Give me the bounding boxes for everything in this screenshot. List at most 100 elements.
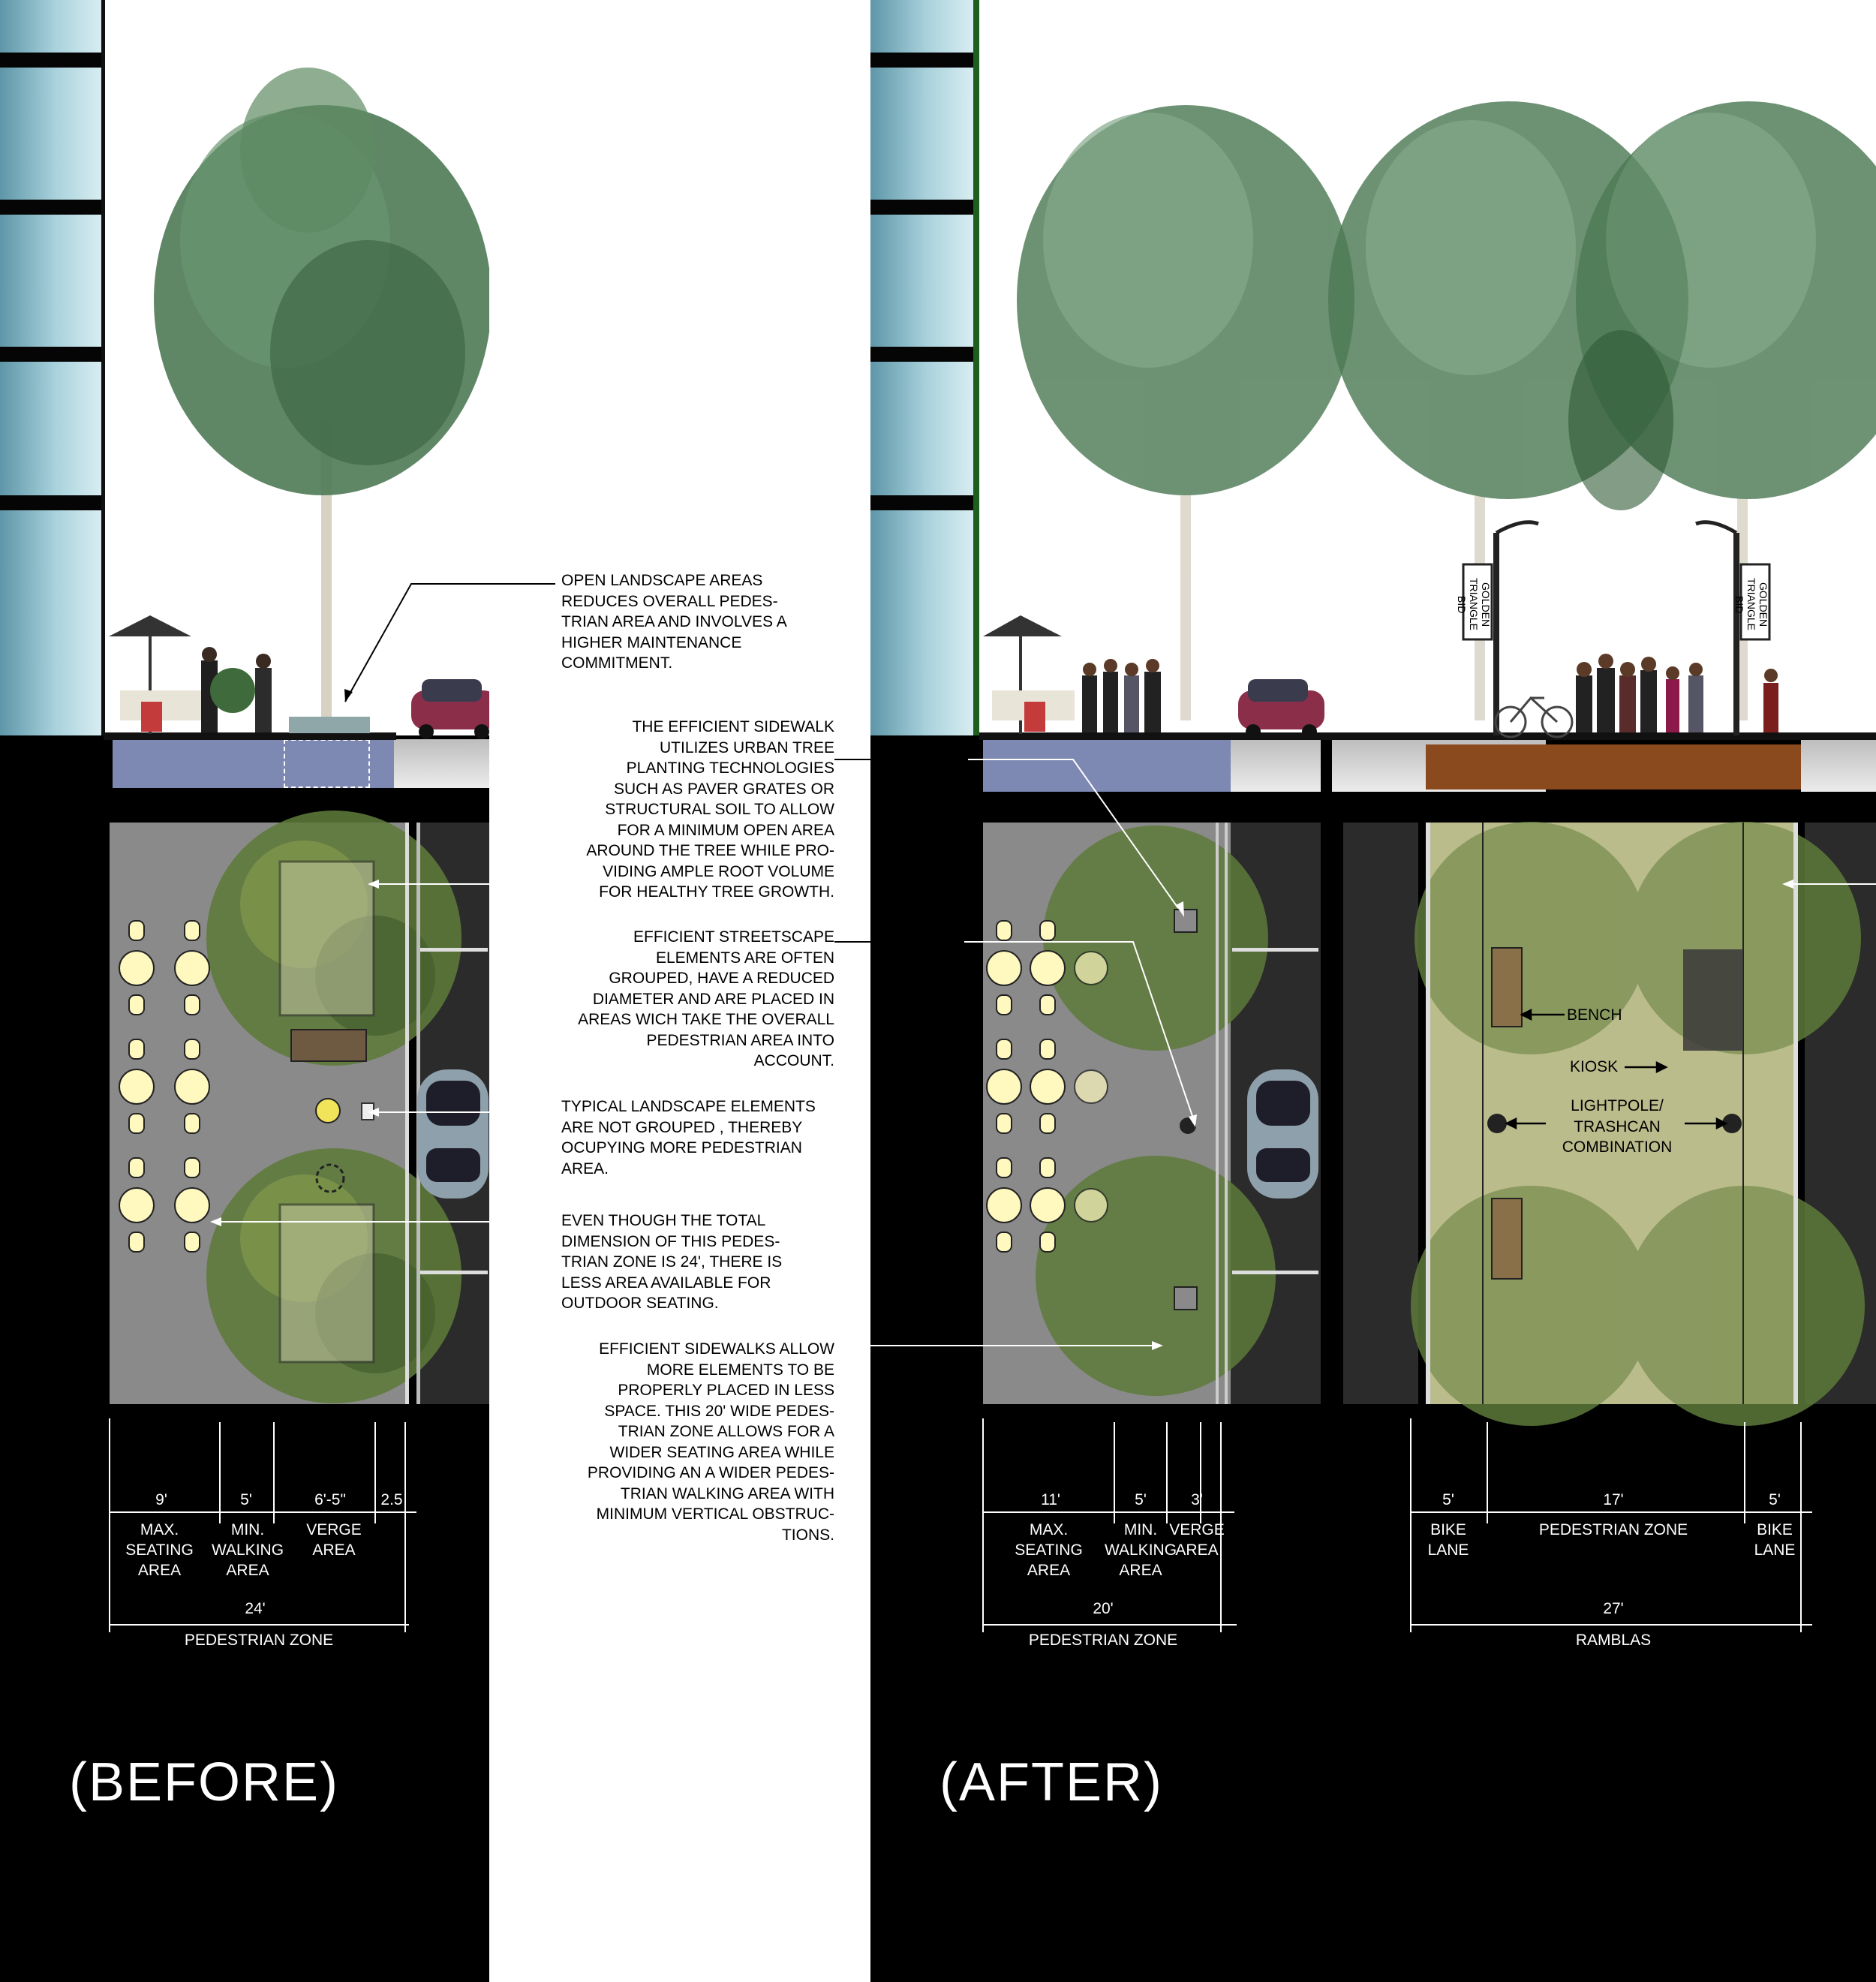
- after-building-mullion: [870, 495, 976, 510]
- before-road-section: [394, 739, 489, 788]
- after-label-verge: VERGE AREA: [1169, 1521, 1225, 1559]
- after-ramblas-dim-total: 27': [1603, 1600, 1624, 1617]
- before-title: (BEFORE): [69, 1752, 340, 1812]
- after-section-cafe: [983, 615, 1075, 734]
- after-plan-trees: [1036, 822, 1865, 1426]
- after-section-bicycle: [1494, 696, 1574, 738]
- after-dim-seating: 11': [1041, 1491, 1060, 1508]
- before-dim-total: 24': [245, 1600, 266, 1617]
- after-title: (AFTER): [940, 1752, 1163, 1812]
- after-ramblas-dim-pedestrian: 17': [1603, 1491, 1624, 1508]
- after-building-mullion: [870, 53, 976, 68]
- before-section-tree: [154, 68, 489, 720]
- note-outdoor-seating: EVEN THOUGH THE TOTAL DIMENSION OF THIS …: [561, 1212, 783, 1312]
- after-tree-grate-bottom: [1174, 1286, 1198, 1310]
- after-kiosk: [1683, 949, 1743, 1051]
- before-section-cafe: [109, 615, 203, 734]
- after-bike-lane-line-right: [1742, 823, 1744, 1404]
- before-lane-mark: [420, 948, 488, 952]
- before-tree-pit-top: [278, 860, 375, 1017]
- after-dim-total: 20': [1093, 1600, 1114, 1617]
- before-bench: [290, 1029, 367, 1062]
- note-streetscape-elements: EFFICIENT STREETSCAPE ELEMENTS ARE OFTEN…: [578, 928, 834, 1069]
- after-bike-lane-line-left: [1482, 823, 1484, 1404]
- before-label-seating: MAX. SEATING AREA: [125, 1521, 194, 1579]
- after-section-pedestrians-ramblas: [1576, 654, 1778, 732]
- after-section-car: [1238, 679, 1324, 739]
- before-tree-pit-bottom: [278, 1203, 375, 1364]
- after-label-walking: MIN. WALKING AREA: [1104, 1521, 1177, 1579]
- after-plan-arrows: [1505, 1008, 1728, 1130]
- before-lane-mark: [420, 1271, 488, 1274]
- after-tree-grate-top: [1174, 909, 1198, 933]
- after-road-section-right: [1801, 739, 1876, 792]
- after-bench-bottom: [1491, 1198, 1523, 1280]
- before-trash-bin: [361, 1102, 374, 1120]
- after-label-kiosk: KIOSK: [1570, 1058, 1619, 1075]
- before-building: [0, 0, 101, 735]
- before-light-fixture: [315, 1098, 341, 1123]
- after-sign-2: GOLDEN TRIANGLE BID: [1733, 578, 1769, 631]
- after-section-pedestrians-left: [1082, 659, 1161, 732]
- before-label-verge: VERGE AREA: [306, 1521, 362, 1559]
- after-ramblas-label-bike-left: BIKE LANE: [1427, 1521, 1469, 1559]
- before-dim-verge: 6'-5": [314, 1491, 346, 1508]
- after-lightpole-sidewalk: [1180, 1117, 1196, 1134]
- before-section-pedestrians: [201, 647, 272, 732]
- before-curb-line: [405, 823, 409, 1404]
- after-dim-walking: 5': [1135, 1491, 1147, 1508]
- before-label-walking: MIN. WALKING AREA: [211, 1521, 284, 1579]
- after-building-edge: [973, 0, 979, 735]
- after-lightpole-left: [1487, 1114, 1507, 1133]
- note-efficient-sidewalk: THE EFFICIENT SIDEWALK UTILIZES URBAN TR…: [586, 718, 834, 901]
- after-lightpole-right: [1722, 1114, 1742, 1133]
- after-ramblas-zone-name: RAMBLAS: [1575, 1632, 1652, 1649]
- after-bench-top: [1491, 947, 1523, 1027]
- before-plan-car: [417, 1069, 489, 1199]
- after-label-seating: MAX. SEATING AREA: [1015, 1521, 1083, 1579]
- after-seating: [986, 920, 1108, 1253]
- before-building-mullion: [0, 200, 101, 215]
- before-removed-element: [315, 1163, 345, 1193]
- after-dim-verge: 3': [1191, 1491, 1203, 1508]
- before-dimension-lines: [109, 1418, 416, 1632]
- after-ramblas-dim-bike-left: 5': [1442, 1491, 1454, 1508]
- after-ramblas-label-pedestrian: PEDESTRIAN ZONE: [1538, 1521, 1688, 1538]
- after-building-mullion: [870, 347, 976, 362]
- after-building: [870, 0, 973, 735]
- after-label-bench: BENCH: [1567, 1006, 1622, 1024]
- before-dim-curb: 2.5: [380, 1491, 403, 1508]
- before-building-mullion: [0, 495, 101, 510]
- before-zone-name: PEDESTRIAN ZONE: [184, 1632, 334, 1649]
- before-building-mullion: [0, 53, 101, 68]
- after-dimension-lines: [982, 1418, 1812, 1632]
- after-drawing: [979, 101, 1876, 1632]
- after-panel: GOLDEN TRIANGLE BID GOLDEN TRIANGLE BID …: [870, 0, 1876, 1982]
- before-drawing: [104, 68, 489, 1632]
- note-efficient-sidewalks: EFFICIENT SIDEWALKS ALLOW MORE ELEMENTS …: [587, 1340, 834, 1544]
- before-building-mullion: [0, 347, 101, 362]
- before-section-car: [411, 679, 489, 739]
- after-road-section-left: [1231, 739, 1321, 792]
- after-section-tree-1: [1017, 105, 1354, 720]
- after-building-mullion: [870, 200, 976, 215]
- before-section-planting: [289, 717, 370, 733]
- after-zone-name: PEDESTRIAN ZONE: [1028, 1632, 1178, 1649]
- note-typical-landscape: TYPICAL LANDSCAPE ELEMENTS ARE NOT GROUP…: [561, 1098, 816, 1177]
- after-ramblas-dim-bike-right: 5': [1769, 1491, 1781, 1508]
- after-road-plan-right: [1343, 823, 1418, 1404]
- after-section-lightpole-2: [1695, 520, 1771, 735]
- before-dim-walking: 5': [240, 1491, 252, 1508]
- before-sidewalk-section: [113, 739, 394, 788]
- before-building-edge: [101, 0, 105, 735]
- after-ramblas-section: [1426, 744, 1801, 789]
- after-section-lightpole-1: [1462, 520, 1539, 735]
- after-sign-1: GOLDEN TRIANGLE BID: [1456, 578, 1492, 631]
- after-plan-car: [1247, 1069, 1318, 1199]
- before-panel: 9' 5' 6'-5" 2.5 MAX. SEATING AREA MIN. W…: [0, 0, 489, 1982]
- note-open-landscape: OPEN LANDSCAPE AREAS REDUCES OVERALL PED…: [561, 572, 787, 672]
- before-dim-seating: 9': [155, 1491, 167, 1508]
- after-label-lightpole: LIGHTPOLE/ TRASHCAN COMBINATION: [1562, 1097, 1673, 1156]
- before-seating: [119, 920, 210, 1253]
- after-ramblas-label-bike-right: BIKE LANE: [1754, 1521, 1796, 1559]
